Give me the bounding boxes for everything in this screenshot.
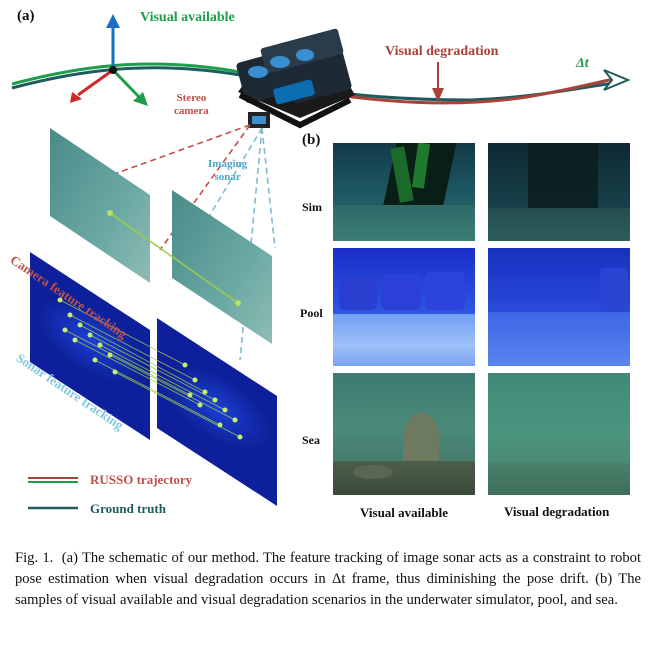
- camera-frame-1: [50, 128, 150, 283]
- caption-text: (a) The schematic of our method. The fea…: [15, 550, 642, 608]
- rov-robot-icon: [236, 28, 355, 129]
- visual-available-label: Visual available: [140, 10, 235, 25]
- figure-caption: Fig. 1. (a) The schematic of our method.…: [15, 548, 641, 611]
- pool-visual-available-image: [333, 248, 475, 366]
- coordinate-axes-icon: [70, 14, 148, 106]
- trajectory-arrowhead: [603, 69, 631, 91]
- russo-trajectory-path-green: [11, 62, 241, 86]
- pool-visual-degradation-image: [488, 248, 630, 366]
- visual-degradation-label: Visual degradation: [385, 44, 499, 59]
- legend-russo: RUSSO trajectory: [90, 472, 193, 487]
- panel-a-schematic: [11, 14, 631, 510]
- sonar-feature-tracks: [59, 299, 241, 438]
- sonar-feature-dots: [57, 297, 243, 440]
- row-label-pool: Pool: [300, 306, 323, 320]
- camera-frame-2: [172, 190, 272, 344]
- stereo-camera-label: Stereo camera: [174, 92, 209, 117]
- sea-visual-available-image: [333, 373, 475, 495]
- sim-visual-degradation-image: [488, 143, 630, 241]
- russo-trajectory-path-red: [329, 76, 619, 105]
- legend-ground-truth: Ground truth: [90, 501, 166, 516]
- caption-prefix: Fig. 1.: [15, 550, 54, 566]
- panel-b-letter: (b): [302, 132, 321, 148]
- column-label-visual-degradation: Visual degradation: [504, 504, 610, 519]
- sim-visual-available-image: [333, 143, 475, 241]
- row-label-sea: Sea: [302, 433, 320, 447]
- row-label-sim: Sim: [302, 200, 323, 214]
- column-label-visual-available: Visual available: [360, 505, 449, 520]
- imaging-sonar-label: Imaging sonar: [208, 158, 248, 183]
- panel-a-letter: (a): [17, 8, 35, 24]
- delta-t-label: Δt: [576, 56, 589, 71]
- sea-visual-degradation-image: [488, 373, 630, 495]
